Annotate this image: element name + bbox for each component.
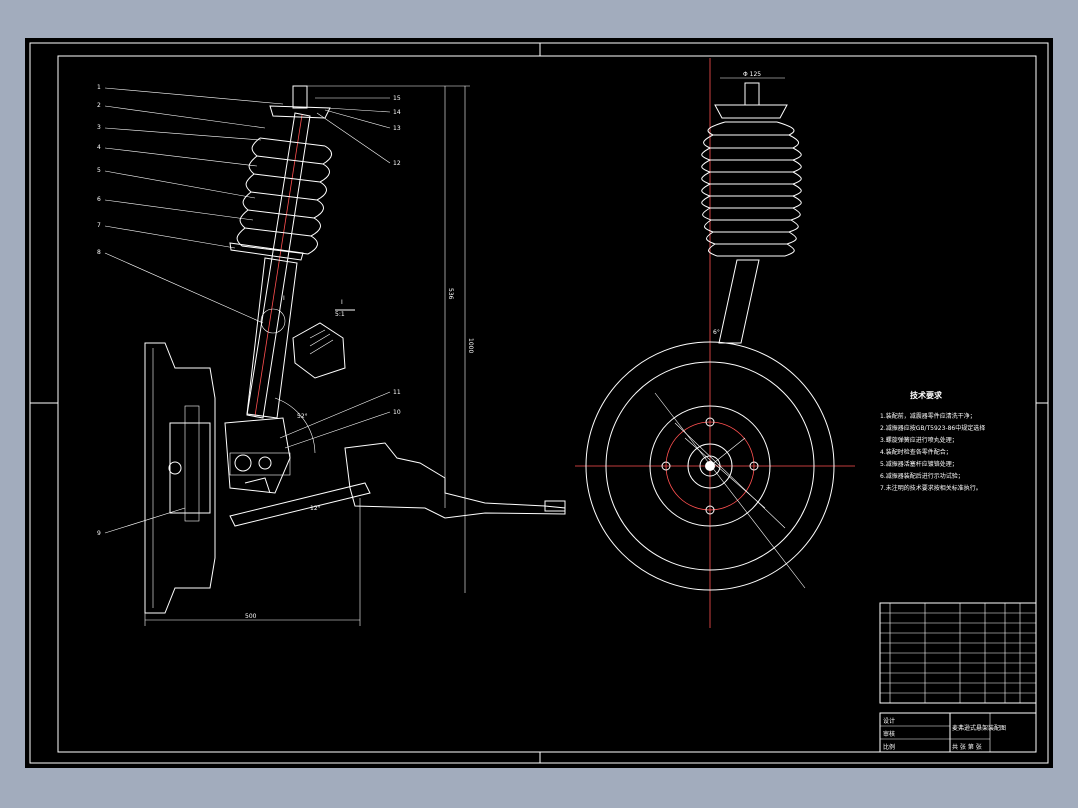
top-mount (269, 105, 331, 119)
ball-joint (229, 452, 291, 476)
strut-centerline (254, 114, 303, 417)
lug-bolt-right (749, 461, 759, 471)
strut-lower-body (246, 257, 298, 419)
dim-text-top-dia: Φ 125 (743, 71, 761, 78)
lower-control-arm (229, 482, 371, 527)
drawing-border-outer (29, 42, 1049, 764)
title-block-scale: 比例 (883, 743, 895, 751)
wheel-outer-circle (585, 341, 835, 591)
dim-text-width: 500 (245, 613, 257, 620)
part-label-1: 1 (97, 84, 101, 91)
section-scale: 5:1 (335, 311, 345, 318)
title-block-check: 审核 (883, 730, 895, 738)
part-label-15: 15 (393, 95, 401, 102)
part-label-6: 6 (97, 196, 101, 203)
suspension-side-view: 1 2 3 4 5 6 7 8 9 10 11 12 13 14 15 1000… (97, 84, 566, 626)
front-top-mount (714, 104, 788, 119)
tech-req-item-2: 2.减振器应按GB/T5923-86中规定选择 (880, 424, 985, 432)
wheel-hub-circle (649, 405, 771, 527)
part-label-11: 11 (393, 389, 401, 396)
subframe (344, 442, 566, 519)
parts-list (879, 602, 1037, 704)
dim-text-height-total: 1000 (467, 338, 474, 353)
steering-knuckle (224, 417, 291, 494)
part-label-8: 8 (97, 249, 101, 256)
tech-req-item-4: 4.装配时检查各零件配合； (880, 448, 952, 456)
part-label-13: 13 (393, 125, 401, 132)
coil-spring (236, 137, 332, 255)
tech-req-item-6: 6.减振器装配后进行示功试验； (880, 472, 964, 480)
section-detail-I (292, 309, 355, 379)
tech-requirements: 技术要求 1.装配前，减震器零件应清洗干净； 2.减振器应按GB/T5923-8… (880, 390, 985, 492)
wheel-rim-circle (605, 361, 815, 571)
lug-bolt-top (705, 417, 715, 427)
title-block-sheet: 共 张 第 张 (952, 743, 982, 751)
tech-req-item-7: 7.未注明的技术要求按相关标准执行。 (880, 484, 982, 492)
dim-text-height-inner: 536 (447, 288, 454, 300)
tech-req-item-5: 5.减振器活塞杆应镀铬处理； (880, 460, 958, 468)
section-name: I (341, 299, 343, 306)
dim-text-angle-6: 6° (713, 329, 720, 336)
part-label-12: 12 (393, 160, 401, 167)
drawing-canvas: 1 2 3 4 5 6 7 8 9 10 11 12 13 14 15 1000… (29, 42, 1049, 764)
part-label-2: 2 (97, 102, 101, 109)
dim-text-angle-12: 12° (310, 505, 321, 512)
lug-bolt-bottom (705, 505, 715, 515)
detail-callout-I: I (283, 295, 285, 302)
tech-req-item-1: 1.装配前，减震器零件应清洗干净； (880, 412, 976, 420)
tech-req-title: 技术要求 (910, 390, 943, 400)
part-label-10: 10 (393, 409, 401, 416)
detail-circle-I (260, 308, 286, 334)
part-label-14: 14 (393, 109, 401, 116)
drawing-border-inner (57, 55, 1037, 753)
title-block-drawing-name: 麦弗逊式悬架装配图 (952, 724, 1006, 732)
wheel-rim-section (144, 342, 216, 614)
front-strut-lower (718, 259, 760, 344)
angle-arc-52 (274, 397, 316, 454)
part-label-5: 5 (97, 167, 101, 174)
lug-bolt-left (661, 461, 671, 471)
suspension-front-view: Φ 125 6° (575, 58, 855, 628)
part-leaders (104, 87, 391, 534)
front-coil-spring (701, 121, 802, 257)
part-label-9: 9 (97, 530, 101, 537)
cad-viewport[interactable]: 1 2 3 4 5 6 7 8 9 10 11 12 13 14 15 1000… (25, 38, 1053, 768)
tech-req-item-3: 3.螺旋弹簧应进行喷丸处理； (880, 436, 958, 444)
bolt-circle (665, 421, 755, 511)
spring-seat (229, 242, 304, 261)
title-block: 设计 审核 比例 麦弗逊式悬架装配图 共 张 第 张 (879, 712, 1037, 753)
part-label-7: 7 (97, 222, 101, 229)
part-label-3: 3 (97, 124, 101, 131)
dim-text-angle-52: 52° (297, 413, 308, 420)
part-label-4: 4 (97, 144, 101, 151)
title-block-designer: 设计 (883, 717, 895, 725)
